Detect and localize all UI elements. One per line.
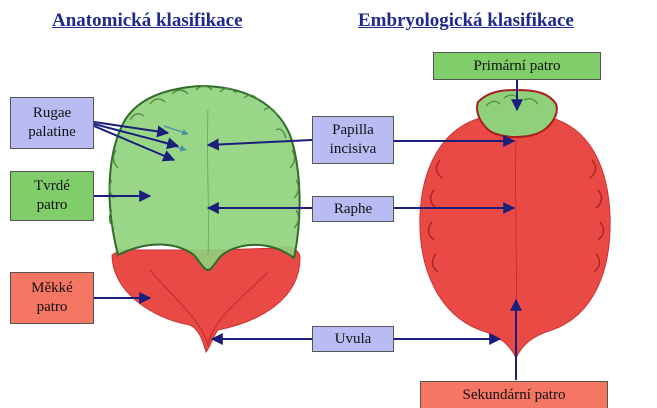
label-raphe: Raphe xyxy=(312,196,394,222)
label-uvula: Uvula xyxy=(312,326,394,352)
label-tvrde-patro: Tvrdé patro xyxy=(10,171,94,221)
label-papilla-incisiva: Papilla incisiva xyxy=(312,116,394,164)
label-rugae-palatine: Rugae palatine xyxy=(10,97,94,149)
label-sekundarni-patro: Sekundární patro xyxy=(420,381,608,408)
left-palate-illustration xyxy=(109,86,300,352)
label-primarni-patro: Primární patro xyxy=(433,52,601,80)
label-mekke-patro: Měkké patro xyxy=(10,272,94,324)
